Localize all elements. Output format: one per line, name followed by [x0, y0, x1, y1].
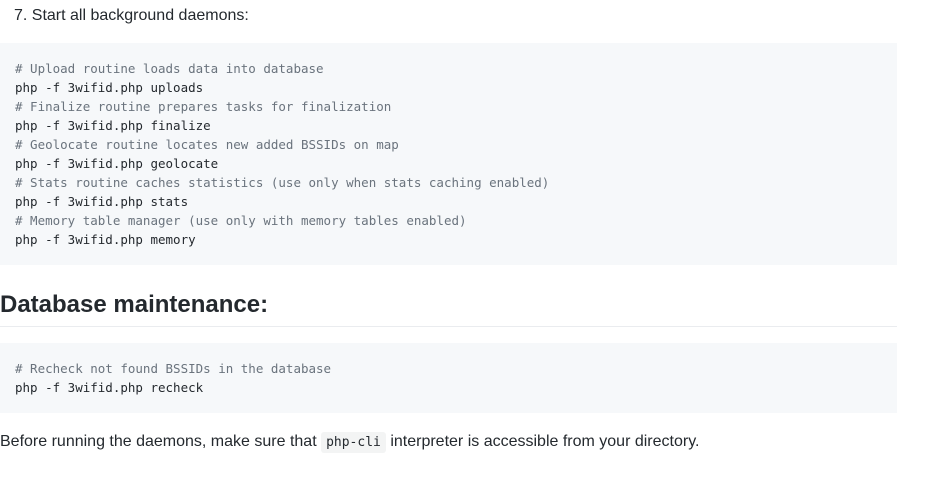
inline-code-php-cli: php-cli	[321, 432, 386, 453]
code-comment-line: # Stats routine caches statistics (use o…	[15, 175, 550, 190]
code-command-line: php -f 3wifid.php finalize	[15, 118, 211, 133]
code-comment-line: # Finalize routine prepares tasks for fi…	[15, 99, 392, 114]
code-comment-line: # Memory table manager (use only with me…	[15, 213, 467, 228]
note-text-before: Before running the daemons, make sure th…	[0, 433, 322, 450]
code-command-line: php -f 3wifid.php stats	[15, 194, 189, 209]
code-comment-line: # Upload routine loads data into databas…	[15, 61, 324, 76]
code-command-line: php -f 3wifid.php uploads	[15, 80, 204, 95]
database-maintenance-heading: Database maintenance:	[0, 288, 897, 327]
note-text-after: interpreter is accessible from your dire…	[385, 433, 700, 450]
code-command-line: php -f 3wifid.php memory	[15, 232, 196, 247]
maintenance-code-block: # Recheck not found BSSIDs in the databa…	[0, 343, 897, 413]
daemons-code-block: # Upload routine loads data into databas…	[0, 43, 897, 265]
step-7-text: 7. Start all background daemons:	[14, 7, 249, 24]
code-comment-line: # Geolocate routine locates new added BS…	[15, 137, 399, 152]
code-comment-line: # Recheck not found BSSIDs in the databa…	[15, 361, 332, 376]
code-command-line: php -f 3wifid.php recheck	[15, 380, 204, 395]
php-cli-note: Before running the daemons, make sure th…	[0, 430, 699, 455]
code-command-line: php -f 3wifid.php geolocate	[15, 156, 219, 171]
